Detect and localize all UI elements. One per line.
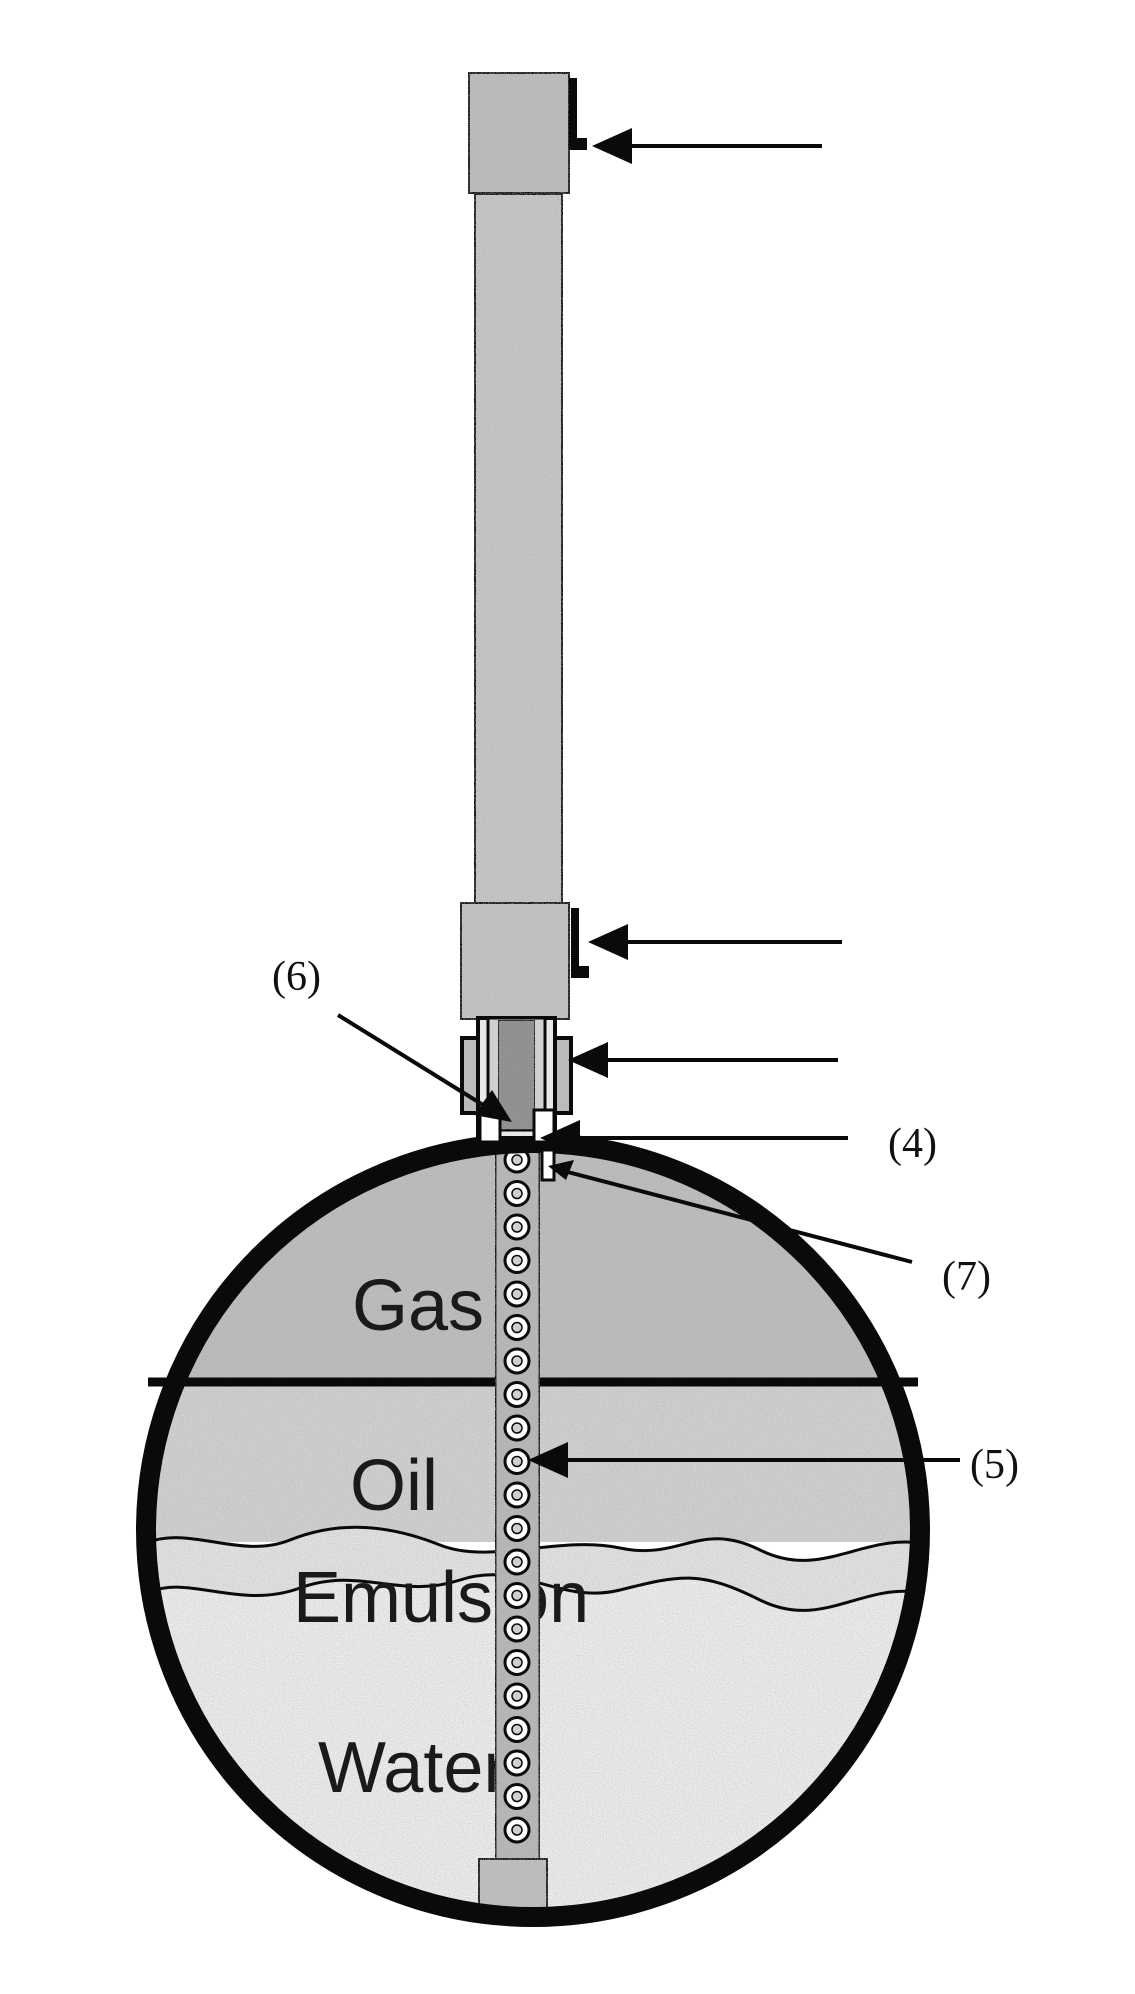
- sensor-ring-core: [512, 1658, 522, 1668]
- sensor-ring-core: [512, 1591, 522, 1601]
- top-connector-tab: [569, 138, 587, 150]
- sensor-ring-core: [512, 1323, 522, 1333]
- sensor-ring-core: [512, 1289, 522, 1299]
- callout-label-6: (6): [272, 954, 321, 1000]
- callout-label-4: (4): [888, 1121, 937, 1167]
- sensor-ring-core: [512, 1691, 522, 1701]
- sensor-elements: [505, 1148, 529, 1842]
- sensor-ring-core: [512, 1725, 522, 1735]
- probe-bracket: [542, 1150, 554, 1180]
- zone-label-oil: Oil: [350, 1446, 438, 1526]
- sensor-ring-core: [512, 1390, 522, 1400]
- top-housing: [468, 72, 570, 194]
- sensor-ring-core: [512, 1457, 522, 1467]
- sensor-ring-core: [512, 1624, 522, 1634]
- sensor-ring-core: [512, 1490, 522, 1500]
- callout-label-7: (7): [942, 1254, 991, 1300]
- arrow-middle-housing: [588, 924, 842, 960]
- sensor-ring-core: [512, 1256, 522, 1266]
- sensor-ring-core: [512, 1524, 522, 1534]
- middle-connector-tab: [571, 966, 589, 978]
- extension-tube: [474, 193, 563, 905]
- sensor-ring-core: [512, 1189, 522, 1199]
- nozzle-assembly: [462, 1018, 571, 1142]
- arrow-flange: [568, 1042, 838, 1078]
- top-connector: [569, 78, 577, 148]
- zone-label-water: Water: [318, 1728, 507, 1808]
- sensor-ring-core: [512, 1356, 522, 1366]
- sensor-ring-core: [512, 1222, 522, 1232]
- arrow-top-housing: [592, 128, 822, 164]
- middle-connector: [571, 908, 579, 976]
- zone-label-gas: Gas: [352, 1266, 484, 1346]
- sensor-ring-core: [512, 1792, 522, 1802]
- sensor-ring-core: [512, 1423, 522, 1433]
- sensor-ring-core: [512, 1557, 522, 1567]
- callout-label-5: (5): [970, 1442, 1019, 1488]
- sensor-ring-core: [512, 1155, 522, 1165]
- zone-label-emulsion: Emulsion: [293, 1558, 589, 1638]
- sensor-ring-core: [512, 1825, 522, 1835]
- sensor-ring-core: [512, 1758, 522, 1768]
- middle-housing: [460, 902, 570, 1020]
